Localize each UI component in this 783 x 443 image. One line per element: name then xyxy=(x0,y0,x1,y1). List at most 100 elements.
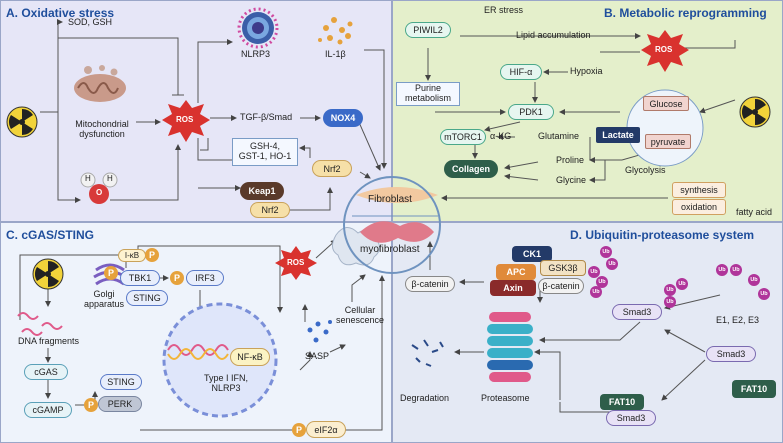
radiation-icon-b xyxy=(739,96,771,128)
ubiquitin-icon-8: Ub xyxy=(676,278,688,290)
tgfb-smad-label: TGF-β/Smad xyxy=(240,112,293,122)
lactate-box: Lactate xyxy=(596,127,640,143)
glycine-label: Glycine xyxy=(556,175,587,185)
tbk1-pill: TBK1 xyxy=(120,270,160,286)
beta-catenin-pill: β-catenin xyxy=(405,276,455,292)
cgamp-pill: cGAMP xyxy=(24,402,72,418)
mtorc1-pill: mTORC1 xyxy=(440,129,486,145)
panel-ubiquitin-proteasome xyxy=(392,222,783,443)
sasp-dots-icon xyxy=(307,320,332,343)
nrf2-pill-a: Nrf2 xyxy=(312,160,352,177)
il1b-dots-icon xyxy=(318,17,353,45)
gsh-gst-ho1-box: GSH-4, GST-1, HO-1 xyxy=(232,138,298,166)
perk-pill: PERK xyxy=(98,396,142,412)
collagen-pill: Collagen xyxy=(444,160,498,178)
gsk3b-pill: GSK3β xyxy=(540,260,586,276)
beta-catenin-complex-pill: β-catenin xyxy=(538,278,584,294)
proteasome-icon xyxy=(487,312,533,382)
ubiquitin-icon-7: Ub xyxy=(664,284,676,296)
lipid-accumulation-label: Lipid accumulation xyxy=(516,30,591,40)
water-o-label: O xyxy=(96,188,103,197)
oxidation-box: oxidation xyxy=(672,199,726,215)
il1b-label: IL-1β xyxy=(325,49,346,59)
fat10-pill-b: FAT10 xyxy=(600,394,644,410)
degradation-fragments-icon xyxy=(411,339,444,367)
pyruvate-box: pyruvate xyxy=(645,134,691,149)
dna-fragments-icon xyxy=(17,312,63,336)
ubiquitin-icon-2: Ub xyxy=(596,276,608,288)
water-molecule-icon xyxy=(80,172,118,204)
akg-label: α-KG xyxy=(490,131,512,141)
ros-star-a xyxy=(162,100,210,142)
radiation-icon-c xyxy=(32,258,64,290)
panel-a-title: A. Oxidative stress xyxy=(6,6,115,20)
water-h1-label: H xyxy=(85,174,91,183)
glycolysis-label: Glycolysis xyxy=(625,165,666,175)
golgi-apparatus-label: Golgi apparatus xyxy=(83,289,125,309)
nucleus-outline xyxy=(162,302,278,418)
ubiquitin-icon-5: Ub xyxy=(606,258,618,270)
panel-c-title: C. cGAS/STING xyxy=(6,228,95,242)
proline-label: Proline xyxy=(556,155,585,165)
ubiquitin-icon-10: Ub xyxy=(730,264,742,276)
nfkb-pill: NF-κB xyxy=(230,348,270,366)
glutamine-label: Glutamine xyxy=(538,131,580,141)
degradation-label: Degradation xyxy=(400,393,450,403)
nrf2-pill-b: Nrf2 xyxy=(250,202,290,218)
ubiquitin-icon-11: Ub xyxy=(748,274,760,286)
glucose-box: Glucose xyxy=(643,96,689,111)
ubiquitin-icon-6: Ub xyxy=(664,296,676,308)
mitochondria-icon xyxy=(74,65,126,102)
synthesis-box: synthesis xyxy=(672,182,726,198)
ubiquitin-icon-9: Ub xyxy=(716,264,728,276)
ros-label-a: ROS xyxy=(176,115,194,124)
smad3-pill-c: Smad3 xyxy=(606,410,656,426)
axin-pill: Axin xyxy=(490,280,536,296)
sting-pill-bottom: STING xyxy=(100,374,142,390)
ck1-pill: CK1 xyxy=(512,246,552,262)
dna-strand-icon xyxy=(167,344,229,356)
keap1-pill: Keap1 xyxy=(240,182,284,200)
irf3-pill: IRF3 xyxy=(186,270,224,286)
hypoxia-label: Hypoxia xyxy=(570,66,603,76)
fat10-pill-a: FAT10 xyxy=(732,380,776,398)
ubiquitin-icon-1: Ub xyxy=(588,266,600,278)
panel-b-title: B. Metabolic reprogramming xyxy=(604,6,767,20)
sting-pill-top: STING xyxy=(126,290,168,306)
mitochondrial-dysfunction-label: Mitochondrial dysfunction xyxy=(75,119,129,139)
smad3-pill-a: Smad3 xyxy=(612,304,662,320)
nlrp3-inflammasome-icon xyxy=(237,7,279,49)
pdk1-pill: PDK1 xyxy=(508,104,554,120)
piwil2-pill: PIWIL2 xyxy=(405,22,451,38)
er-stress-label: ER stress xyxy=(484,5,524,15)
ros-label-b: ROS xyxy=(655,45,673,54)
phospho-icon-ikb: P xyxy=(145,248,159,262)
e1-e2-e3-label: E1, E2, E3 xyxy=(716,315,760,325)
nox4-badge: NOX4 xyxy=(323,109,363,127)
sasp-label: SASP xyxy=(305,351,330,361)
phospho-icon-perk: P xyxy=(84,398,98,412)
dna-fragments-label: DNA fragments xyxy=(18,336,80,346)
ros-star-b xyxy=(641,30,689,72)
fatty-acid-label: fatty acid xyxy=(736,207,773,217)
smad3-pill-b: Smad3 xyxy=(706,346,756,362)
nlrp3-label: NLRP3 xyxy=(241,49,271,59)
ros-star-c xyxy=(275,246,317,280)
ubiquitin-icon-12: Ub xyxy=(758,288,770,300)
radiation-icon-a xyxy=(6,106,38,138)
ubiquitin-icon-4: Ub xyxy=(600,246,612,258)
type1-ifn-nlrp3-label: Type I IFN, NLRP3 xyxy=(203,373,248,393)
cellular-senescence-label: Cellular senescence xyxy=(335,305,385,325)
phospho-icon-eif2a: P xyxy=(292,423,306,437)
panel-d-title: D. Ubiquitin-proteasome system xyxy=(570,228,755,242)
hif-pill: HIF-α xyxy=(500,64,542,80)
proteasome-label: Proteasome xyxy=(481,393,530,403)
sod-gsh-label: SOD, GSH xyxy=(68,17,113,27)
eif2a-pill: eIF2α xyxy=(306,421,346,438)
ikb-pill: I-κB xyxy=(118,249,146,262)
water-h2-label: H xyxy=(107,174,113,183)
fibroblast-transition-circle xyxy=(343,176,441,274)
purine-metabolism-box: Purine metabolism xyxy=(396,82,460,106)
cgas-pill: cGAS xyxy=(24,364,68,380)
